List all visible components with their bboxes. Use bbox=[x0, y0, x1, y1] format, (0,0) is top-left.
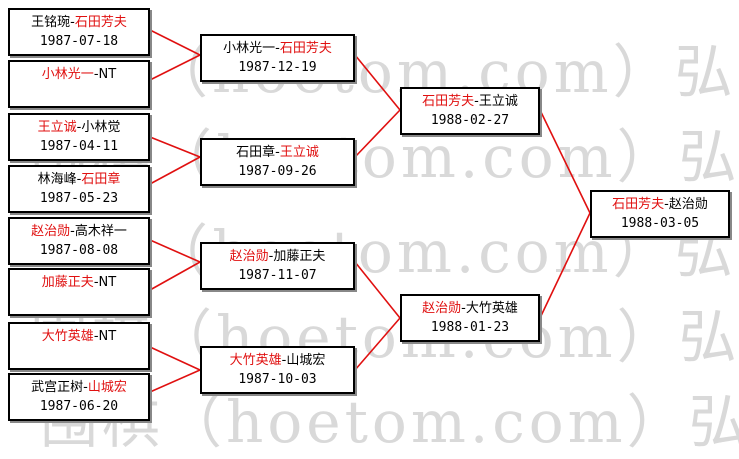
player-a: 王铭琬 bbox=[31, 15, 71, 30]
match-date: 1987-09-26 bbox=[238, 164, 317, 179]
player-b: NT bbox=[98, 275, 117, 290]
match-date: 1987-10-03 bbox=[238, 372, 317, 387]
match-date: 1988-01-23 bbox=[430, 320, 510, 335]
player-b: 大竹英雄 bbox=[465, 301, 518, 316]
player-b: 高木祥一 bbox=[74, 224, 127, 239]
player-a: 王立诚 bbox=[37, 120, 77, 135]
player-b: 山城宏 bbox=[87, 380, 127, 395]
match-date: 1987-06-20 bbox=[39, 399, 119, 414]
player-a: 赵治勋 bbox=[229, 249, 269, 264]
bracket-line bbox=[149, 369, 201, 393]
match-box: 林海峰-石田章 1987-05-23 bbox=[8, 165, 150, 213]
match-box: 赵治勋-加藤正夫 1987-11-07 bbox=[200, 242, 355, 290]
player-a: 赵治勋 bbox=[31, 224, 71, 239]
match-players: 小林光一-石田芳夫 bbox=[223, 41, 332, 56]
player-a: 小林光一 bbox=[41, 67, 94, 82]
match-players: 赵治勋-大竹英雄 bbox=[422, 301, 518, 316]
match-box: 大竹英雄-山城宏 1987-10-03 bbox=[200, 346, 355, 394]
match-box: 石田芳夫-赵治勋 1988-03-05 bbox=[590, 190, 730, 238]
player-b: 赵治勋 bbox=[668, 197, 708, 212]
match-players: 武宫正树-山城宏 bbox=[31, 380, 127, 395]
bracket-line bbox=[539, 109, 591, 214]
player-b: NT bbox=[98, 67, 117, 82]
player-a: 石田章 bbox=[236, 145, 276, 160]
player-a: 赵治勋 bbox=[422, 301, 462, 316]
match-box: 小林光一-NT bbox=[8, 60, 150, 108]
match-date: 1987-08-08 bbox=[39, 243, 119, 258]
player-b: 石田章 bbox=[81, 172, 121, 187]
match-players: 赵治勋-高木祥一 bbox=[31, 224, 127, 239]
bracket-line bbox=[149, 346, 201, 371]
match-box: 武宫正树-山城宏 1987-06-20 bbox=[8, 373, 150, 421]
match-players: 石田芳夫-王立诚 bbox=[422, 94, 518, 109]
match-players: 石田芳夫-赵治勋 bbox=[612, 197, 708, 212]
match-date: 1987-04-11 bbox=[39, 139, 119, 154]
player-b: 王立诚 bbox=[478, 94, 518, 109]
bracket-line bbox=[354, 261, 401, 319]
player-b: 石田芳夫 bbox=[279, 41, 332, 56]
player-a: 大竹英雄 bbox=[41, 329, 94, 344]
player-a: 大竹英雄 bbox=[229, 353, 282, 368]
match-date: 1987-12-19 bbox=[238, 60, 317, 75]
match-box: 石田芳夫-王立诚 1988-02-27 bbox=[400, 87, 540, 135]
match-box: 加藤正夫-NT bbox=[8, 268, 150, 316]
bracket-line bbox=[149, 239, 201, 263]
bracket-line bbox=[149, 29, 201, 56]
bracket-line bbox=[354, 109, 401, 158]
match-box: 石田章-王立诚 1987-09-26 bbox=[200, 138, 355, 186]
match-date: 1988-02-27 bbox=[430, 113, 510, 128]
match-date: 1987-07-18 bbox=[39, 34, 119, 49]
match-date: 1988-03-05 bbox=[620, 216, 700, 231]
player-b: NT bbox=[98, 329, 117, 344]
match-box: 王铭琬-石田芳夫 1987-07-18 bbox=[8, 8, 150, 56]
player-a: 林海峰 bbox=[37, 172, 77, 187]
bracket-line bbox=[354, 54, 401, 111]
match-players: 王立诚-小林觉 bbox=[37, 120, 121, 135]
match-box: 赵治勋-高木祥一 1987-08-08 bbox=[8, 217, 150, 265]
player-a: 武宫正树 bbox=[31, 380, 84, 395]
match-players: 加藤正夫-NT bbox=[41, 275, 117, 290]
bracket-line bbox=[149, 261, 201, 291]
match-box: 赵治勋-大竹英雄 1988-01-23 bbox=[400, 294, 540, 342]
match-date: 1987-05-23 bbox=[39, 191, 119, 206]
player-b: 加藤正夫 bbox=[273, 249, 326, 264]
bracket-line bbox=[149, 136, 201, 158]
match-players: 石田章-王立诚 bbox=[236, 145, 319, 160]
player-a: 石田芳夫 bbox=[612, 197, 665, 212]
player-b: 石田芳夫 bbox=[74, 15, 127, 30]
player-a: 加藤正夫 bbox=[41, 275, 94, 290]
match-players: 小林光一-NT bbox=[41, 67, 117, 82]
player-a: 小林光一 bbox=[223, 41, 276, 56]
player-b: 小林觉 bbox=[81, 120, 121, 135]
match-players: 赵治勋-加藤正夫 bbox=[229, 249, 326, 264]
match-date: 1987-11-07 bbox=[238, 268, 317, 283]
match-box: 大竹英雄-NT bbox=[8, 322, 150, 370]
match-players: 大竹英雄-NT bbox=[41, 329, 117, 344]
bracket-line bbox=[149, 54, 201, 81]
bracket-line bbox=[354, 317, 401, 371]
match-box: 王立诚-小林觉 1987-04-11 bbox=[8, 113, 150, 161]
player-a: 石田芳夫 bbox=[422, 94, 475, 109]
bracket-line bbox=[539, 212, 591, 319]
bracket-line bbox=[149, 156, 201, 185]
match-players: 王铭琬-石田芳夫 bbox=[31, 15, 127, 30]
match-players: 林海峰-石田章 bbox=[37, 172, 121, 187]
match-box: 小林光一-石田芳夫 1987-12-19 bbox=[200, 34, 355, 82]
bracket-lines bbox=[149, 29, 591, 393]
player-b: 王立诚 bbox=[279, 145, 319, 160]
match-players: 大竹英雄-山城宏 bbox=[229, 353, 326, 368]
player-b: 山城宏 bbox=[286, 353, 326, 368]
